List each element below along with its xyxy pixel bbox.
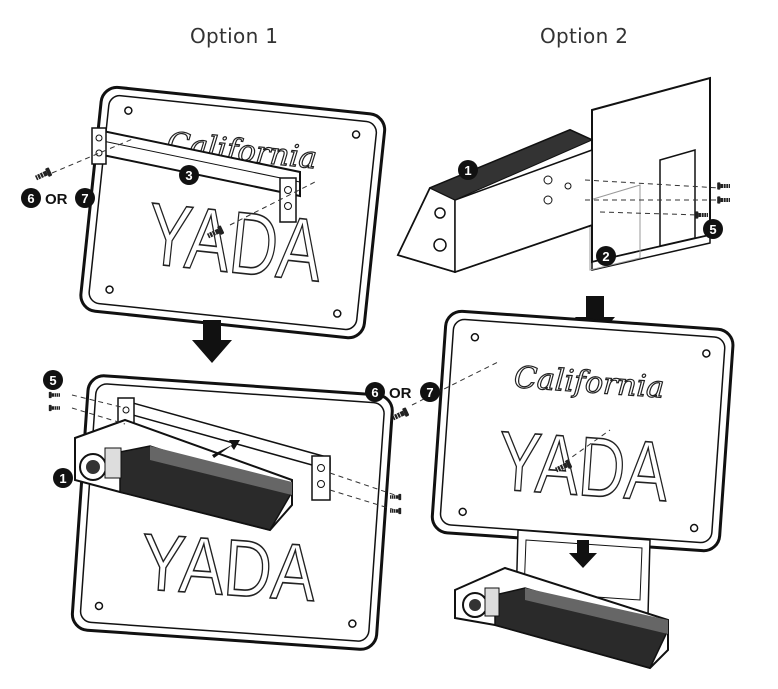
opt1-callout-5: 5 [43, 370, 63, 390]
screw-icon [33, 166, 53, 183]
opt1-bottom-plate-text: YADA [138, 517, 319, 618]
opt2-top-bracket [589, 76, 711, 271]
screw-icon [48, 404, 61, 412]
option-2-title: Option 2 [540, 24, 629, 48]
screw-icon [390, 406, 410, 423]
opt2-callout-5: 5 [703, 219, 723, 239]
opt2-callout-2: 2 [596, 246, 616, 266]
opt1-callout-3: 3 [179, 165, 199, 185]
opt2-callout-7: 7 [420, 382, 440, 402]
opt1-top-plate-text: YADA [143, 184, 328, 301]
opt1-callout-3-label: 3 [185, 168, 192, 183]
down-arrow-icon [192, 320, 232, 363]
opt2-bottom-plate: California YADA [430, 309, 735, 553]
opt1-or-text: OR [45, 191, 68, 208]
opt2-callout-7-label: 7 [426, 385, 433, 400]
option-1-title: Option 1 [190, 24, 279, 48]
opt1-callout-7: 7 [75, 188, 95, 208]
opt1-callout-5-label: 5 [49, 373, 56, 388]
up-right-arrow-icon [212, 440, 240, 458]
opt2-callout-6-label: 6 [371, 385, 378, 400]
opt2-callout-5-label: 5 [709, 222, 716, 237]
opt1-callout-7-label: 7 [81, 191, 88, 206]
screw-icon [389, 493, 402, 501]
opt1-top-plate: California YADA [79, 85, 387, 340]
opt2-bottom-plate-text: YADA [495, 413, 671, 519]
opt1-camera [74, 418, 294, 532]
screw-icon [716, 195, 731, 205]
opt1-callout-1-label: 1 [59, 471, 66, 486]
opt2-top-camera [396, 128, 594, 274]
screw-icon [48, 391, 61, 399]
opt2-bottom-camera [454, 566, 670, 670]
opt2-callout-1-label: 1 [464, 163, 471, 178]
opt1-callout-6: 6 [21, 188, 41, 208]
opt2-callout-2-label: 2 [602, 249, 609, 264]
opt2-callout-6: 6 [365, 382, 385, 402]
opt2-callout-1: 1 [458, 160, 478, 180]
opt1-callout-1: 1 [53, 468, 73, 488]
down-arrow-icon [575, 296, 615, 340]
opt1-callout-6-label: 6 [27, 191, 34, 206]
screw-icon [716, 181, 731, 191]
opt2-or-text: OR [389, 385, 412, 402]
down-arrow-icon [569, 540, 597, 568]
